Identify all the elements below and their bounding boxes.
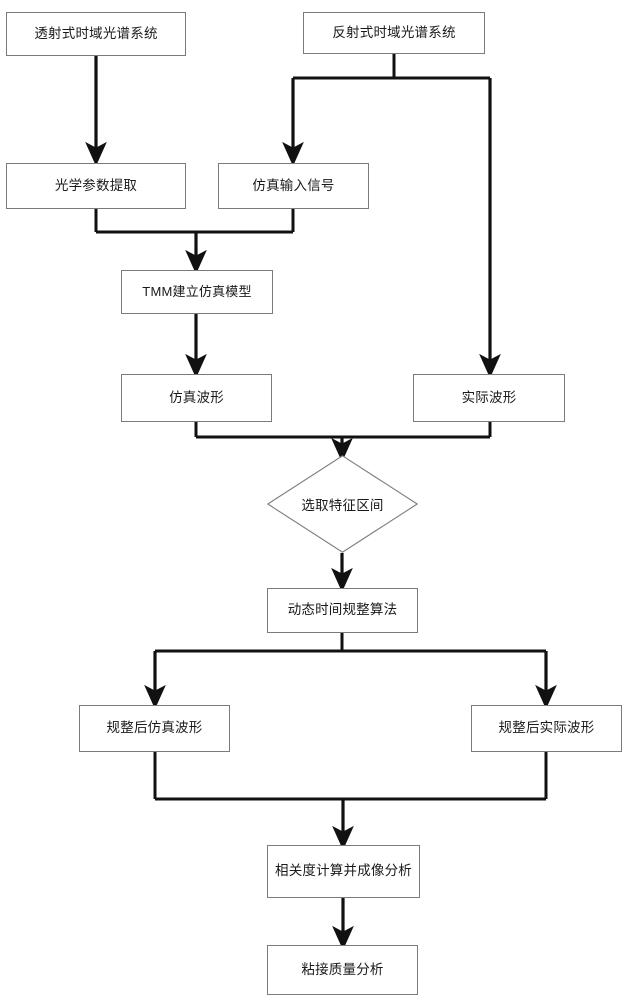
- node-warped-actual-waveform[interactable]: 规整后实际波形: [471, 705, 622, 752]
- node-label: 光学参数提取: [54, 177, 138, 193]
- diamond-shape: [267, 455, 418, 553]
- node-simulated-waveform[interactable]: 仿真波形: [121, 374, 272, 422]
- node-label: 动态时间规整算法: [287, 602, 398, 618]
- node-label: 规整后仿真波形: [106, 720, 203, 736]
- node-label: 选取特征区间: [301, 498, 384, 513]
- node-bond-quality-analysis[interactable]: 粘接质量分析: [267, 945, 418, 995]
- node-label: 规整后实际波形: [498, 720, 595, 736]
- node-label: 粘接质量分析: [301, 961, 384, 977]
- node-label: 相关度计算并成像分析: [275, 863, 412, 879]
- node-label: 透射式时域光谱系统: [34, 25, 158, 41]
- node-label: 实际波形: [461, 389, 517, 405]
- node-optical-parameter-extraction[interactable]: 光学参数提取: [6, 163, 186, 209]
- node-label: 反射式时域光谱系统: [332, 24, 456, 40]
- node-dynamic-time-warping-algorithm[interactable]: 动态时间规整算法: [267, 588, 418, 633]
- node-warped-simulated-waveform[interactable]: 规整后仿真波形: [79, 705, 230, 752]
- node-label: 仿真输入信号: [252, 177, 335, 193]
- node-actual-waveform[interactable]: 实际波形: [413, 374, 565, 422]
- node-tmm-simulation-model[interactable]: TMM建立仿真模型: [121, 270, 273, 314]
- node-correlation-and-imaging-analysis[interactable]: 相关度计算并成像分析: [267, 845, 420, 898]
- node-label: 仿真波形: [169, 389, 224, 405]
- node-feature-interval-selection[interactable]: 选取特征区间: [267, 455, 418, 553]
- node-simulation-input-signal[interactable]: 仿真输入信号: [218, 163, 369, 209]
- node-transmission-tds-system[interactable]: 透射式时域光谱系统: [6, 12, 186, 56]
- node-reflection-tds-system[interactable]: 反射式时域光谱系统: [303, 12, 485, 54]
- node-label: TMM建立仿真模型: [142, 283, 252, 299]
